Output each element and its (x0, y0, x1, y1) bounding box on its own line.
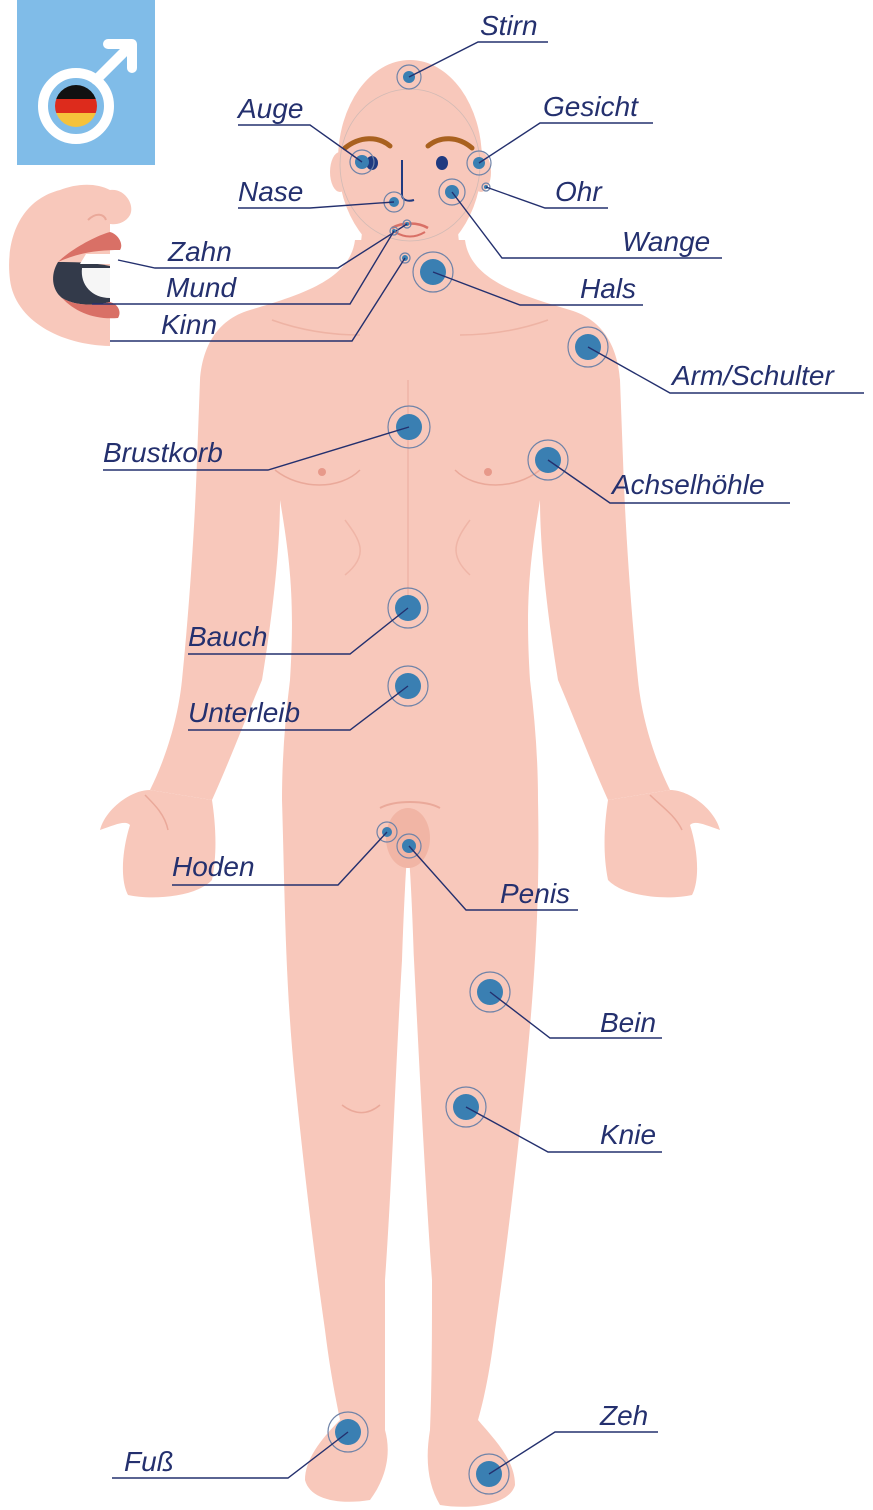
label-achselhoehle[interactable]: Achselhöhle (610, 469, 765, 500)
leader-zeh (489, 1432, 658, 1474)
label-auge[interactable]: Auge (236, 93, 303, 124)
label-arm-schulter[interactable]: Arm/Schulter (670, 360, 835, 391)
label-fuss[interactable]: Fuß (124, 1446, 174, 1477)
open-mouth-icon (9, 185, 131, 346)
hotspot-gesicht[interactable]: Gesicht (467, 91, 653, 175)
label-ohr[interactable]: Ohr (555, 176, 603, 207)
label-stirn[interactable]: Stirn (480, 10, 538, 41)
label-nase[interactable]: Nase (238, 176, 303, 207)
label-zahn[interactable]: Zahn (167, 236, 232, 267)
label-bein[interactable]: Bein (600, 1007, 656, 1038)
label-kinn[interactable]: Kinn (161, 309, 217, 340)
label-unterleib[interactable]: Unterleib (188, 697, 300, 728)
label-gesicht[interactable]: Gesicht (543, 91, 639, 122)
label-brustkorb[interactable]: Brustkorb (103, 437, 223, 468)
label-zeh[interactable]: Zeh (599, 1400, 648, 1431)
label-penis[interactable]: Penis (500, 878, 570, 909)
leader-gesicht (479, 123, 653, 163)
gender-language-selector[interactable] (17, 0, 155, 165)
label-wange[interactable]: Wange (622, 226, 710, 257)
hotspot-ohr[interactable]: Ohr (482, 176, 608, 208)
label-mund[interactable]: Mund (166, 272, 237, 303)
label-hals[interactable]: Hals (580, 273, 636, 304)
label-hoden[interactable]: Hoden (172, 851, 255, 882)
label-knie[interactable]: Knie (600, 1119, 656, 1150)
label-bauch[interactable]: Bauch (188, 621, 267, 652)
